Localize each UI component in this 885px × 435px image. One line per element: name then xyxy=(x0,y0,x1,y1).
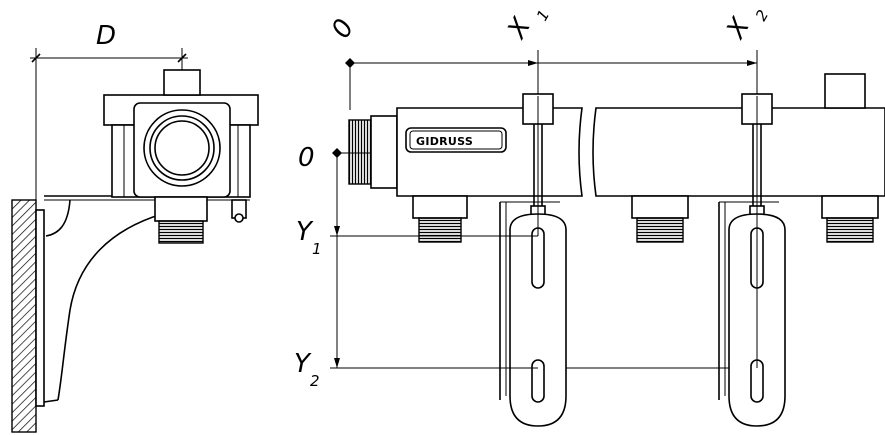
end-cap-thread xyxy=(348,119,372,185)
bracket-foot xyxy=(43,399,59,403)
dim-d-tick-left xyxy=(31,53,41,63)
y1-label: Y xyxy=(296,217,314,247)
bracket-curve-outer xyxy=(57,213,163,401)
bracket-1-loop xyxy=(509,213,567,427)
outlet-2-thread xyxy=(636,217,684,243)
x1-subscript: 1 xyxy=(533,7,553,24)
bottom-outlets xyxy=(412,195,879,243)
air-vent-port xyxy=(824,73,866,109)
x2-label: X xyxy=(720,12,756,45)
y1-subscript: 1 xyxy=(312,240,322,258)
outlet-3-thread xyxy=(826,217,874,243)
outlet-1-thread xyxy=(418,217,462,243)
wall-plate xyxy=(35,209,45,407)
x2-subscript: 2 xyxy=(752,7,772,24)
bracket-screw-head xyxy=(234,213,244,223)
logo-plate xyxy=(405,127,507,153)
end-cap-collar xyxy=(370,115,398,189)
x1-label: X xyxy=(501,12,537,45)
origin-label-left: 0 xyxy=(298,143,315,173)
manifold-body-right xyxy=(592,107,885,197)
side-view: D xyxy=(11,21,259,433)
dim-d-tick-right xyxy=(177,53,187,63)
outlet-3-neck xyxy=(821,195,879,219)
top-port-stub xyxy=(163,69,201,96)
brand-logo-text: GIDRUSS xyxy=(416,135,473,148)
outlet-neck xyxy=(154,196,208,222)
bracket-1-slot-lower xyxy=(531,359,545,403)
bracket-gusset-upper xyxy=(45,199,71,237)
dim-d-label: D xyxy=(96,21,116,51)
wall-hatch xyxy=(11,199,37,433)
front-view: GIDRUSS xyxy=(294,7,885,427)
origin-label-top: 0 xyxy=(326,14,360,43)
logo-plate-inner xyxy=(409,130,503,150)
port-inner-ring xyxy=(154,120,210,176)
outlet-2-neck xyxy=(631,195,689,219)
port-mid-ring xyxy=(149,115,215,181)
outlet-1-neck xyxy=(412,195,468,219)
y2-label: Y xyxy=(294,349,312,379)
y2-subscript: 2 xyxy=(310,372,320,390)
outlet-thread xyxy=(158,220,204,244)
